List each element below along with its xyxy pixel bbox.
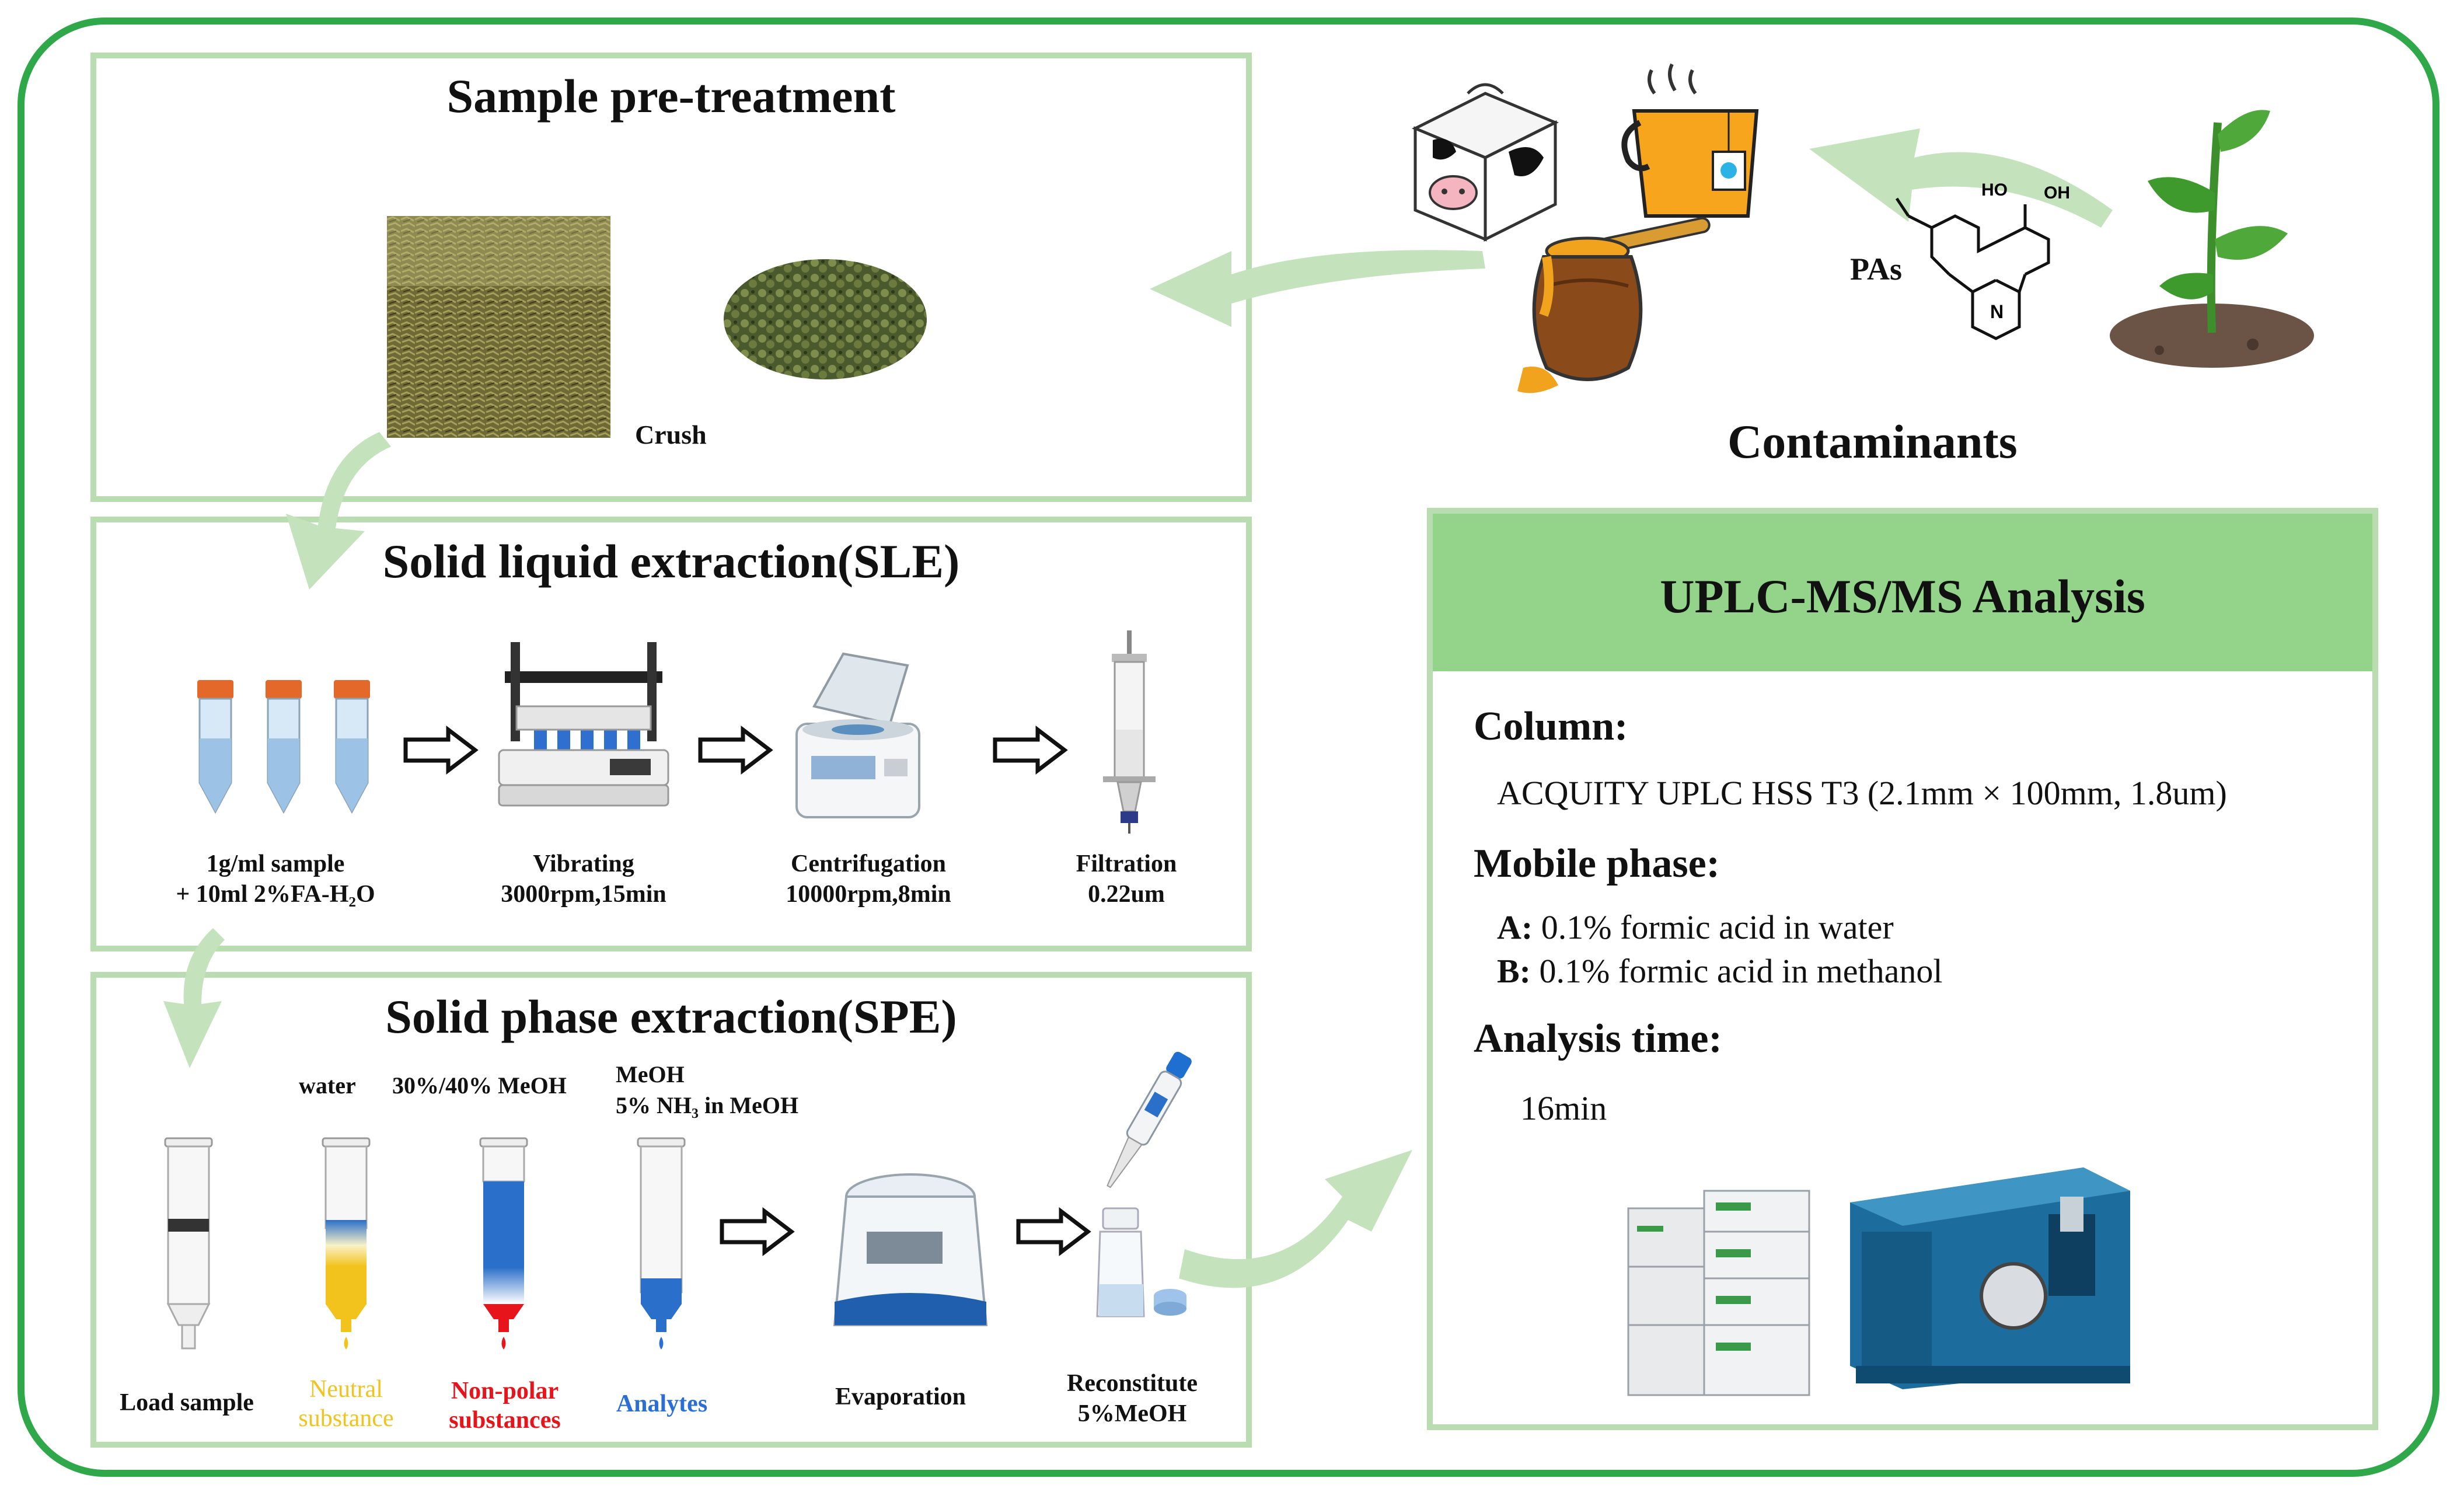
process-arrow-3	[993, 725, 1068, 775]
flow-arrow-sle-to-spe	[163, 928, 225, 1068]
sle-title: Solid liquid extraction(SLE)	[382, 535, 960, 588]
flow-arrow-spe-to-uplc	[1179, 1150, 1412, 1288]
solvent-label-methanol-mix: 30%/40% MeOH	[392, 1072, 567, 1099]
uplc-title: UPLC-MS/MS Analysis	[1660, 570, 2145, 623]
caption-nonpolar-line1: Non-polar	[451, 1378, 559, 1404]
column-value: ACQUITY UPLC HSS T3 (2.1mm × 100mm, 1.8u…	[1497, 774, 2227, 812]
sle-step-sample-line2: + 10ml 2%FA-H₂O	[176, 881, 375, 908]
tea-pellets-image	[724, 259, 927, 379]
spe-title: Solid phase extraction(SPE)	[385, 990, 957, 1043]
mobile-phase-heading: Mobile phase:	[1474, 841, 1720, 886]
cartridge-neutral	[322, 1137, 371, 1350]
phase-a-value: 0.1% formic acid in water	[1541, 908, 1894, 946]
tea-cup	[1621, 63, 1759, 218]
cartridge-nonpolar	[479, 1137, 528, 1350]
phase-a-row: A: 0.1% formic acid in water	[1497, 908, 1894, 947]
caption-nonpolar-line2: substances	[449, 1407, 561, 1434]
sle-step-filtration-line1: Filtration	[1076, 850, 1177, 877]
milk-carton	[1411, 83, 1559, 242]
outer-frame	[18, 18, 2439, 1477]
plant-icon	[2110, 110, 2314, 368]
flow-arrow-pretreatment-to-sle	[286, 432, 391, 590]
honey-pot	[1517, 217, 1711, 393]
process-arrow-2	[698, 725, 773, 775]
structure-ho-label: HO	[1981, 180, 2008, 200]
phase-b-value: 0.1% formic acid in methanol	[1539, 952, 1943, 990]
crushed-tea-image	[387, 216, 610, 438]
centrifuge	[795, 652, 920, 818]
crush-label: Crush	[635, 420, 707, 449]
analysis-time-heading: Analysis time:	[1474, 1016, 1722, 1061]
sle-step-centrifugation-line2: 10000rpm,8min	[786, 881, 951, 908]
pipette	[1107, 1051, 1192, 1188]
cartridge-analytes	[637, 1137, 686, 1350]
phase-b-key: B:	[1497, 952, 1531, 990]
solvent-label-meoh: MeOH	[616, 1061, 685, 1087]
process-arrow-5	[1016, 1207, 1091, 1257]
caption-analytes: Analytes	[616, 1390, 708, 1417]
evaporator	[833, 1173, 988, 1326]
vortex-shaker	[498, 642, 669, 807]
sle-step-centrifugation-line1: Centrifugation	[791, 850, 946, 877]
structure-oh-label: OH	[2044, 183, 2070, 203]
phase-b-row: B: 0.1% formic acid in methanol	[1497, 951, 1942, 991]
mass-spectrometer	[1850, 1167, 2130, 1389]
caption-reconstitute-line2: 5%MeOH	[1077, 1400, 1187, 1427]
hplc-stack	[1627, 1190, 1810, 1396]
pretreatment-title: Sample pre-treatment	[446, 69, 896, 123]
sle-step-vibrating-line2: 3000rpm,15min	[501, 881, 666, 908]
pretreatment-panel: Sample pre-treatment	[90, 53, 1252, 502]
pa-structure: HO OH N	[1895, 180, 2070, 340]
caption-neutral-line2: substance	[298, 1405, 394, 1432]
sle-step-sample-line1: 1g/ml sample	[206, 850, 345, 877]
structure-n-label: N	[1990, 301, 2004, 322]
syringe-filter	[1103, 630, 1156, 834]
analysis-time-value: 16min	[1520, 1089, 1607, 1127]
sample-tubes	[197, 680, 370, 814]
caption-load-sample: Load sample	[120, 1389, 254, 1416]
flow-arrow-contaminants-to-pretreatment	[1150, 250, 1485, 327]
flow-arrow-plant-to-products	[1809, 128, 2113, 228]
process-arrow-1	[403, 725, 479, 775]
solvent-label-water: water	[299, 1072, 356, 1099]
pas-label: PAs	[1850, 252, 1902, 287]
caption-reconstitute-line1: Reconstitute	[1067, 1370, 1198, 1397]
solvent-label-ammonia: 5% NH₃ in MeOH	[616, 1092, 799, 1118]
uplc-header: UPLC-MS/MS Analysis	[1433, 514, 2372, 671]
cartridge-load-sample	[164, 1137, 213, 1350]
sle-step-vibrating-line1: Vibrating	[533, 850, 634, 877]
sample-vial	[1096, 1207, 1186, 1317]
caption-evaporation: Evaporation	[835, 1383, 966, 1410]
contaminants-title: Contaminants	[1727, 415, 2018, 468]
sle-step-filtration-line2: 0.22um	[1088, 881, 1165, 908]
column-heading: Column:	[1474, 704, 1628, 749]
phase-a-key: A:	[1497, 908, 1533, 946]
process-arrow-4	[720, 1207, 795, 1257]
caption-neutral-line1: Neutral	[309, 1376, 383, 1403]
